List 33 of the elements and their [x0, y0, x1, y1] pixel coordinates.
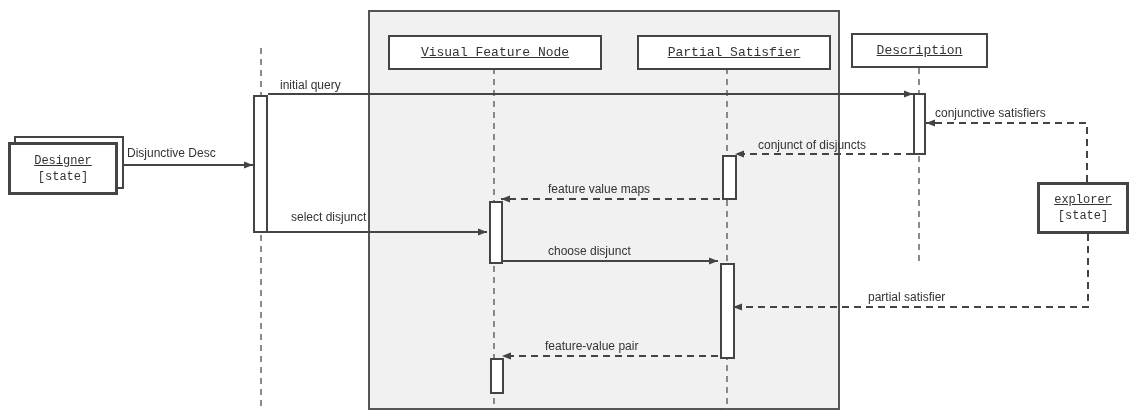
edge-label: conjunctive satisfiers	[935, 105, 1046, 121]
message-arrow	[267, 228, 488, 236]
activation-bar	[913, 93, 926, 155]
edge-label: feature-value pair	[545, 338, 639, 354]
message-arrow	[732, 233, 1089, 311]
object-state: [state]	[37, 168, 89, 185]
message-arrow	[501, 352, 719, 360]
activation-bar	[489, 201, 503, 264]
object-box	[388, 35, 602, 70]
message-arrow	[925, 119, 1088, 183]
object-state: [state]	[1057, 208, 1109, 224]
object-name: explorer	[1054, 192, 1112, 208]
object-box	[851, 33, 988, 68]
activation-bar	[720, 263, 735, 359]
object-box	[637, 35, 831, 70]
activation-bar	[722, 155, 737, 200]
message-arrow	[500, 195, 721, 203]
object-name: Description	[876, 41, 963, 60]
edge-label: feature value maps	[548, 181, 651, 197]
activation-bar	[253, 95, 268, 233]
edge-label: select disjunct	[291, 209, 367, 225]
edge-label: initial query	[280, 77, 341, 93]
object-box	[1037, 182, 1129, 234]
message-arrow	[734, 150, 914, 158]
object-name: Designer	[34, 152, 92, 169]
activation-bar	[490, 358, 504, 394]
object-name: Visual Feature Node	[420, 43, 570, 62]
object-name: Partial Satisfier	[667, 43, 801, 62]
edge-label: Disjunctive Desc	[127, 145, 216, 161]
message-arrow	[267, 90, 914, 98]
edge-label: partial satisfier	[868, 289, 946, 305]
message-arrow	[500, 257, 719, 265]
edge-label: choose disjunct	[548, 243, 631, 259]
